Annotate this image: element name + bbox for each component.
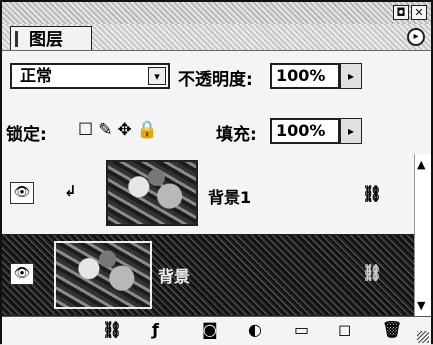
layer-style-icon[interactable]: ƒ (152, 320, 159, 339)
arrow-right-icon: ▸ (347, 69, 355, 83)
layer-row[interactable]: 👁 ↲ 背景1 ⛓ (2, 154, 414, 235)
layers-scrollbar[interactable]: ▲ ▼ (414, 154, 431, 316)
panel-titlebar[interactable]: ◘ ✕ (2, 2, 431, 24)
eye-icon[interactable]: 👁 (10, 182, 34, 204)
tab-grip (15, 31, 18, 47)
new-group-icon[interactable]: ▭ (294, 320, 310, 339)
opacity-label: 不透明度: (178, 70, 253, 90)
arrow-right-icon: ▸ (347, 124, 355, 138)
lock-fill-row: 锁定: ☐✎✥🔒 填充: 100% ▸ (2, 108, 431, 156)
link-layers-icon[interactable]: ⛓ (102, 320, 123, 339)
fill-input[interactable]: 100% (270, 118, 340, 144)
opacity-slider-button[interactable]: ▸ (340, 63, 362, 89)
layer-thumbnail[interactable] (106, 160, 198, 226)
tab-row: 图层 ▸ (2, 24, 431, 52)
lock-options[interactable]: ☐✎✥🔒 (78, 120, 163, 140)
panel-bottom-toolbar: ⛓ ƒ ◙ ◐ ▭ ◻ 🗑 (2, 316, 431, 345)
scroll-up-icon[interactable]: ▲ (417, 158, 426, 171)
blend-opacity-row: 正常 ▾ 不透明度: 100% ▸ (2, 50, 431, 109)
flyout-menu-icon: ▸ (413, 31, 419, 42)
eye-icon[interactable]: 👁 (10, 263, 34, 285)
tab-label: 图层 (29, 30, 63, 50)
link-icon: ⛓ (362, 184, 383, 203)
minimize-icon: ◘ (396, 6, 406, 19)
fill-label: 填充: (216, 125, 257, 145)
resize-grip[interactable] (417, 331, 429, 343)
mask-icon[interactable]: ◙ (202, 320, 218, 339)
delete-layer-icon[interactable]: 🗑 (382, 320, 403, 339)
layer-thumbnail[interactable] (54, 241, 152, 309)
close-button[interactable]: ✕ (411, 5, 427, 20)
scroll-down-icon[interactable]: ▼ (417, 299, 426, 312)
layer-row-selected[interactable]: 👁 背景 ⛓ (2, 235, 414, 316)
fill-slider-button[interactable]: ▸ (340, 118, 362, 144)
layers-list: 👁 ↲ 背景1 ⛓ 👁 背景 ⛓ (2, 154, 414, 316)
close-icon: ✕ (414, 6, 424, 19)
chevron-down-icon[interactable]: ▾ (148, 67, 166, 85)
panel-menu-button[interactable]: ▸ (407, 28, 425, 46)
adjustment-layer-icon[interactable]: ◐ (248, 320, 262, 339)
clipping-mask-icon: ↲ (64, 182, 77, 200)
link-icon: ⛓ (362, 263, 383, 282)
blend-mode-value: 正常 (20, 66, 53, 85)
layer-name[interactable]: 背景1 (208, 188, 252, 207)
new-layer-icon[interactable]: ◻ (338, 320, 352, 339)
blend-mode-select[interactable]: 正常 ▾ (10, 63, 170, 89)
minimize-button[interactable]: ◘ (393, 5, 409, 20)
layer-name[interactable]: 背景 (158, 267, 191, 286)
tab-layers[interactable]: 图层 (10, 26, 92, 52)
opacity-input[interactable]: 100% (270, 63, 340, 89)
lock-label: 锁定: (6, 125, 47, 145)
